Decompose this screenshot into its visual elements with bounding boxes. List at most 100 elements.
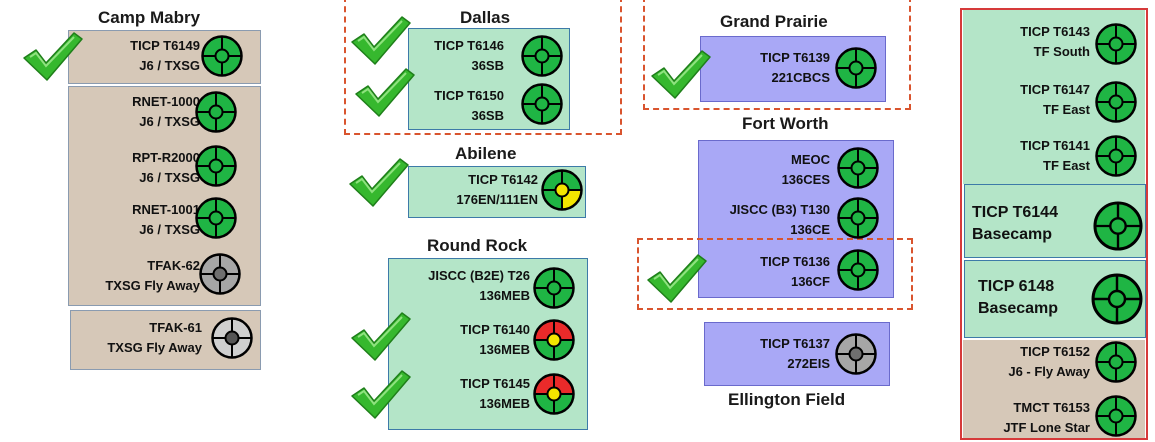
unit-owner: 136MEB — [479, 396, 530, 411]
status-green-icon[interactable] — [834, 46, 878, 90]
unit-id: TICP T6137 — [760, 336, 830, 351]
unit-label: TICP T6143 TF South — [966, 22, 1090, 62]
unit-owner: 36SB — [471, 58, 504, 73]
status-green-icon[interactable] — [1094, 340, 1138, 384]
unit-label: TMCT T6153 JTF Lone Star — [966, 398, 1090, 438]
status-green-icon[interactable] — [1094, 80, 1138, 124]
unit-id: RNET-1000 — [132, 94, 200, 109]
unit-label: TICP 6148 Basecamp — [978, 276, 1088, 320]
site-title-camp-mabry: Camp Mabry — [98, 8, 201, 27]
unit-id: TICP T6143 — [1020, 24, 1090, 39]
unit-id: MEOC — [791, 152, 830, 167]
unit-id: TICP T6145 — [460, 376, 530, 391]
right-column-frame — [960, 8, 1148, 440]
unit-label: TICP T6145 136MEB — [384, 374, 530, 414]
unit-id: TFAK-62 — [147, 258, 200, 273]
unit-owner: 272EIS — [787, 356, 830, 371]
unit-id: TFAK-61 — [149, 320, 202, 335]
check-icon — [348, 156, 410, 208]
unit-owner: 136CE — [790, 222, 830, 237]
unit-id: TICP 6148 — [978, 278, 1055, 295]
unit-id: TICP T6146 — [434, 38, 504, 53]
unit-label: TICP T6147 TF East — [966, 80, 1090, 120]
status-green-icon[interactable] — [836, 146, 880, 190]
status-green-icon[interactable] — [1094, 134, 1138, 178]
unit-label: TICP T6142 176EN/111EN — [410, 170, 538, 210]
unit-owner: J6 / TXSG — [139, 58, 200, 73]
status-green-icon[interactable] — [836, 196, 880, 240]
unit-id: TICP T6149 — [130, 38, 200, 53]
ellington-panel — [704, 322, 890, 386]
check-icon — [646, 252, 708, 304]
unit-label: RNET-1000 J6 / TXSG — [96, 92, 200, 132]
unit-owner: TXSG Fly Away — [105, 278, 200, 293]
unit-label: TICP T6150 36SB — [404, 86, 504, 126]
unit-owner: 176EN/111EN — [456, 192, 538, 207]
unit-label: TICP T6139 221CBCS — [712, 48, 830, 88]
check-icon — [650, 48, 712, 100]
unit-id: TICP T6136 — [760, 254, 830, 269]
site-title-ellington-field: Ellington Field — [728, 390, 846, 409]
unit-id: TICP T6141 — [1020, 138, 1090, 153]
unit-owner: Basecamp — [978, 300, 1059, 317]
site-title-grand-prairie: Grand Prairie — [720, 12, 828, 31]
unit-owner: 136MEB — [479, 342, 530, 357]
unit-owner: 136CF — [790, 274, 830, 289]
status-green-icon[interactable] — [520, 34, 564, 78]
unit-label: RNET-1001 J6 / TXSG — [96, 200, 200, 240]
unit-id: JISCC (B2E) T26 — [428, 268, 530, 283]
unit-label: MEOC 136CES — [700, 150, 830, 190]
status-gray-icon[interactable] — [834, 332, 878, 376]
status-red-green-icon[interactable] — [532, 372, 576, 416]
unit-label: TICP T6146 36SB — [404, 36, 504, 76]
unit-label: TICP T6144 Basecamp — [972, 202, 1092, 246]
unit-id: TICP T6144 — [972, 204, 1058, 221]
site-title-round-rock: Round Rock — [427, 236, 528, 255]
unit-owner: Basecamp — [972, 226, 1053, 243]
unit-label: TICP T6136 136CF — [700, 252, 830, 292]
unit-id: TICP T6150 — [434, 88, 504, 103]
unit-label: TFAK-62 TXSG Fly Away — [60, 256, 200, 296]
status-green-yellow-icon[interactable] — [540, 168, 584, 212]
unit-owner: TF East — [1043, 102, 1090, 117]
unit-owner: J6 / TXSG — [139, 222, 200, 237]
unit-owner: J6 - Fly Away — [1008, 364, 1090, 379]
unit-label: RPT-R2000 J6 / TXSG — [96, 148, 200, 188]
status-green-icon[interactable] — [1094, 394, 1138, 438]
unit-owner: 136CES — [781, 172, 830, 187]
status-green-icon[interactable] — [1092, 200, 1144, 252]
unit-id: RPT-R2000 — [132, 150, 200, 165]
status-red-green-icon[interactable] — [532, 318, 576, 362]
unit-id: TICP T6142 — [468, 172, 538, 187]
status-green-icon[interactable] — [194, 196, 238, 240]
unit-label: TICP T6137 272EIS — [712, 334, 830, 374]
status-green-icon[interactable] — [532, 266, 576, 310]
status-green-icon[interactable] — [194, 90, 238, 134]
unit-label: TICP T6141 TF East — [966, 136, 1090, 176]
unit-id: TICP T6139 — [760, 50, 830, 65]
status-green-icon[interactable] — [520, 82, 564, 126]
unit-owner: TF East — [1043, 158, 1090, 173]
unit-label: JISCC (B2E) T26 136MEB — [384, 266, 530, 306]
site-title-fort-worth: Fort Worth — [742, 114, 829, 133]
unit-label: TFAK-61 TXSG Fly Away — [64, 318, 202, 358]
unit-id: TMCT T6153 — [1013, 400, 1090, 415]
unit-id: TICP T6147 — [1020, 82, 1090, 97]
status-gray-icon[interactable] — [210, 316, 254, 360]
status-green-icon[interactable] — [1094, 22, 1138, 66]
status-green-icon[interactable] — [194, 144, 238, 188]
status-green-icon[interactable] — [1090, 272, 1144, 326]
unit-owner: TF South — [1033, 44, 1090, 59]
unit-label: TICP T6140 136MEB — [384, 320, 530, 360]
status-green-icon[interactable] — [836, 248, 880, 292]
unit-id: TICP T6140 — [460, 322, 530, 337]
unit-owner: 36SB — [471, 108, 504, 123]
unit-owner: JTF Lone Star — [1003, 420, 1090, 435]
status-green-icon[interactable] — [200, 34, 244, 78]
unit-label: TICP T6152 J6 - Fly Away — [966, 342, 1090, 382]
site-title-dallas: Dallas — [460, 8, 511, 27]
site-title-abilene: Abilene — [455, 144, 517, 163]
unit-id: RNET-1001 — [132, 202, 200, 217]
status-gray-icon[interactable] — [198, 252, 242, 296]
unit-owner: J6 / TXSG — [139, 170, 200, 185]
